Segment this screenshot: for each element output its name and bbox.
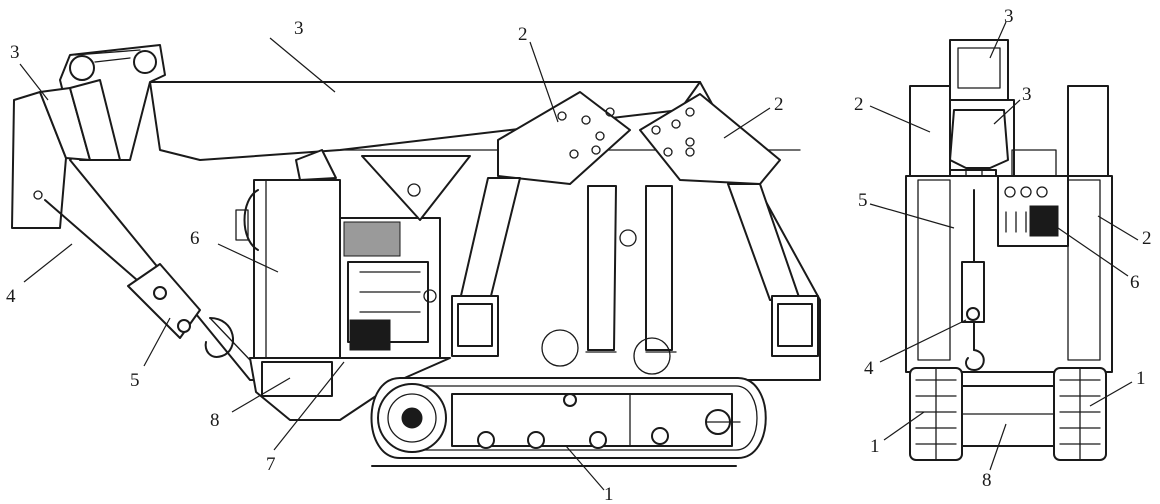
label-panel-front: 6 — [1130, 272, 1140, 293]
control-cabinet — [235, 149, 341, 359]
hopper — [361, 155, 471, 221]
label-hook-front: 5 — [858, 190, 868, 211]
label-rope-front: 4 — [864, 358, 874, 379]
front-view: 3 3 2 2 5 6 4 1 1 8 — [854, 6, 1152, 491]
outrigger-left — [451, 91, 631, 357]
engine — [339, 217, 441, 359]
label-track-left-front: 1 — [870, 436, 880, 457]
label-outrigger-left-front: 2 — [854, 94, 864, 115]
label-outrigger-left-side: 2 — [518, 24, 528, 45]
label-outrigger-right-side: 2 — [774, 94, 784, 115]
side-view: 1 2 2 3 3 4 5 6 7 8 — [6, 18, 821, 504]
front-base-frame — [961, 385, 1055, 447]
fly-jib — [11, 79, 121, 229]
outrigger-right — [639, 93, 819, 357]
label-jib-side: 3 — [10, 42, 20, 63]
label-hook-side: 5 — [130, 370, 140, 391]
hook-block — [127, 263, 251, 361]
label-rope-side: 4 — [6, 286, 16, 307]
front-track-right — [1053, 367, 1107, 461]
front-view-leaders — [869, 21, 1139, 471]
front-track-left — [909, 367, 963, 461]
label-frame-side: 8 — [210, 410, 220, 431]
label-outrigger-right-front: 2 — [1142, 228, 1152, 249]
label-track-right-front: 1 — [1136, 368, 1146, 389]
label-track-side: 1 — [604, 484, 614, 504]
label-boom-side: 3 — [294, 18, 304, 39]
label-boom-head-front: 3 — [1004, 6, 1014, 27]
boom-head — [943, 39, 1015, 211]
track — [370, 377, 767, 467]
side-view-leaders — [19, 37, 771, 491]
front-hook — [965, 349, 985, 371]
label-engine-side: 7 — [266, 454, 276, 475]
label-boom-body-front: 3 — [1022, 84, 1032, 105]
label-frame-front: 8 — [982, 470, 992, 491]
front-control-panel — [997, 149, 1069, 247]
label-cabinet-side: 6 — [190, 228, 200, 249]
